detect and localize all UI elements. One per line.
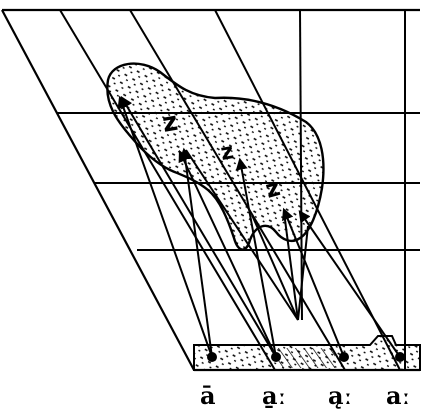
point-a4 [395, 352, 405, 362]
stippled-blob-region [106, 62, 325, 251]
arrow-a4-a [298, 210, 401, 358]
arrow-a1-z1 [117, 95, 213, 358]
label-z-2: z [219, 139, 236, 166]
point-a2 [271, 352, 281, 362]
arrow-a1-z2 [179, 147, 213, 358]
arrow-a3-a [282, 207, 345, 358]
point-a1 [207, 352, 217, 362]
label-a4: aː [386, 381, 410, 410]
arrow-a2-z1 [120, 95, 277, 358]
grid-slant-1 [59, 9, 276, 371]
arrows [117, 95, 401, 358]
label-a1: ā [200, 381, 216, 410]
label-a3: ąː [328, 381, 352, 410]
frame-left-edge [1, 9, 195, 371]
fan-line-1 [185, 149, 299, 321]
fan-line-4 [297, 225, 309, 321]
fan-line-3 [283, 211, 299, 321]
point-a3 [339, 352, 349, 362]
arrow-a2-z2 [178, 149, 277, 358]
bottom-points [207, 352, 405, 362]
fan-line-2 [251, 214, 299, 321]
label-z-1: z [160, 107, 180, 139]
label-a2: a̱ː [262, 381, 286, 410]
bottom-hatched-section [278, 348, 335, 368]
